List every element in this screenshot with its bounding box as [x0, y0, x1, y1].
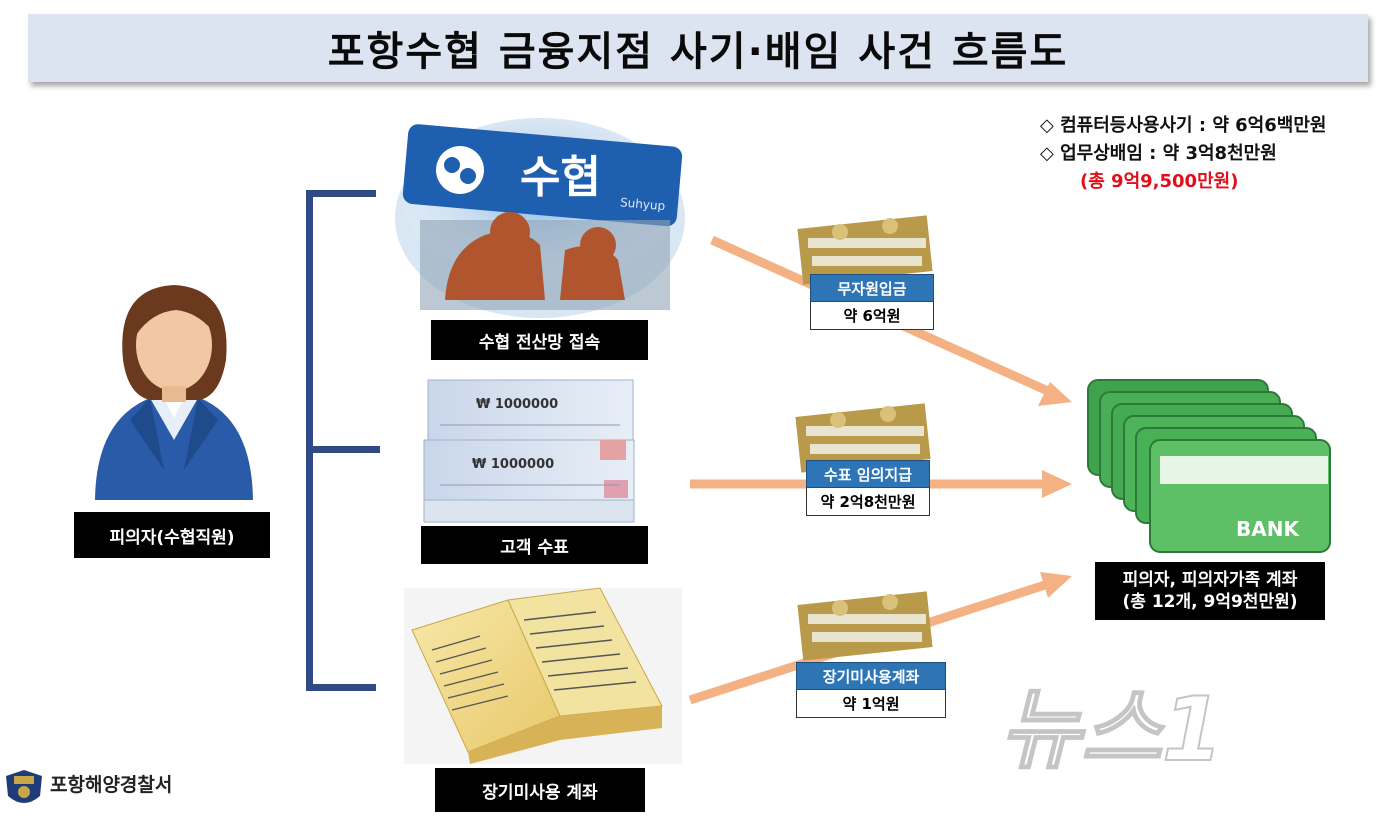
suspect-avatar-icon: [95, 285, 253, 500]
tag-checks-type: 수표 임의지급: [806, 460, 930, 488]
suhyup-sub-text: Suhyup: [620, 195, 666, 213]
bank-text: BANK: [1236, 517, 1300, 541]
money-bundle-icon: [797, 591, 933, 661]
destination-label: 피의자, 피의자가족 계좌 (총 12개, 9억9천만원): [1095, 562, 1325, 620]
money-bundle-icon: [797, 215, 933, 285]
tag-checks-amount: 약 2억8천만원: [806, 488, 930, 516]
method-label-checks: 고객 수표: [421, 526, 648, 564]
tag-deposit-amount: 약 6억원: [810, 302, 934, 330]
watermark-text: 뉴스1: [1000, 678, 1223, 781]
suhyup-bank-photo: 수협 Suhyup: [395, 118, 685, 318]
bank-books-icon: BANK: [1087, 379, 1331, 553]
legend-total: (총 9억9,500만원): [1080, 171, 1239, 192]
destination-line2: (총 12개, 9억9천만원): [1122, 592, 1298, 612]
bracket-vertical: [306, 192, 313, 690]
footer-org-name: 포항해양경찰서: [50, 774, 173, 796]
destination-line1: 피의자, 피의자가족 계좌: [1122, 570, 1298, 590]
method-label-network: 수협 전산망 접속: [431, 320, 648, 360]
bracket-arm-bottom: [306, 684, 376, 691]
bracket-arm-top: [306, 190, 376, 197]
title-bar: 포항수협 금융지점 사기·배임 사건 흐름도: [28, 14, 1368, 82]
tag-checks: 수표 임의지급 약 2억8천만원: [806, 460, 930, 516]
legend-fraud: ◇ 컴퓨터등사용사기 : 약 6억6백만원: [1040, 115, 1327, 136]
bracket-arm-middle: [310, 446, 380, 453]
suhyup-sign-text: 수협: [520, 152, 601, 203]
tag-deposit-type: 무자원입금: [810, 274, 934, 302]
check-amount-1: ₩ 1000000: [476, 397, 558, 412]
suspect-label: 피의자(수협직원): [74, 512, 270, 558]
tag-dormant-type: 장기미사용계좌: [796, 662, 946, 690]
passbook-photo: [404, 587, 682, 764]
tag-deposit: 무자원입금 약 6억원: [810, 274, 934, 330]
check-amount-2: ₩ 1000000: [472, 457, 554, 472]
method-label-dormant: 장기미사용 계좌: [435, 768, 645, 812]
footer-org: 포항해양경찰서: [50, 770, 172, 797]
checks-photo: ₩ 1000000 ₩ 1000000: [423, 379, 635, 523]
legend-breach: ◇ 업무상배임 : 약 3억8천만원: [1040, 143, 1277, 164]
tag-dormant: 장기미사용계좌 약 1억원: [796, 662, 946, 718]
police-emblem-icon: [6, 770, 42, 803]
page-title: 포항수협 금융지점 사기·배임 사건 흐름도: [327, 29, 1069, 75]
tag-dormant-amount: 약 1억원: [796, 690, 946, 718]
legend: ◇ 컴퓨터등사용사기 : 약 6억6백만원 ◇ 업무상배임 : 약 3억8천만원…: [1040, 112, 1326, 196]
news1-watermark: 뉴스1: [1000, 677, 1224, 782]
money-bundle-icon: [795, 403, 931, 473]
